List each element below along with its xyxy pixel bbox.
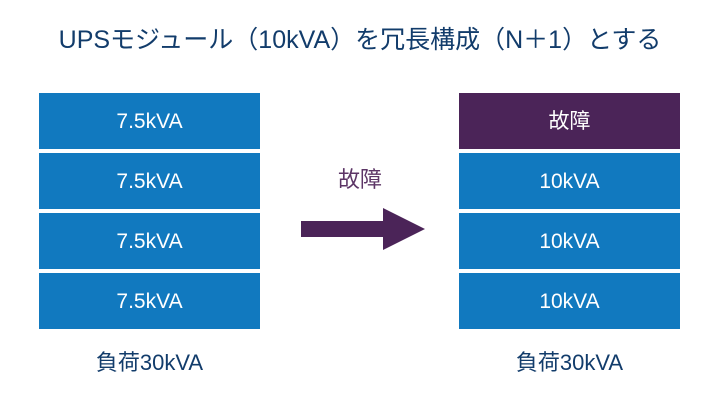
- right-arrow-icon: [301, 208, 425, 250]
- failure-transition: 故障: [295, 165, 425, 260]
- ups-module-block: 10kVA: [459, 153, 680, 209]
- ups-module-block: 10kVA: [459, 273, 680, 329]
- load-caption-before: 負荷30kVA: [95, 350, 204, 375]
- ups-module-block: 7.5kVA: [39, 153, 260, 209]
- ups-stack-before: 7.5kVA 7.5kVA 7.5kVA 7.5kVA: [39, 93, 260, 329]
- ups-module-block: 7.5kVA: [39, 93, 260, 149]
- ups-stack-after: 故障 10kVA 10kVA 10kVA: [459, 93, 680, 329]
- page-title: UPSモジュール（10kVA）を冗長構成（N＋1）とする: [58, 26, 662, 54]
- ups-module-block: 7.5kVA: [39, 273, 260, 329]
- ups-module-block: 10kVA: [459, 213, 680, 269]
- ups-module-block-failed: 故障: [459, 93, 680, 149]
- ups-module-block: 7.5kVA: [39, 213, 260, 269]
- load-caption-after: 負荷30kVA: [515, 350, 624, 375]
- failure-label: 故障: [337, 167, 382, 192]
